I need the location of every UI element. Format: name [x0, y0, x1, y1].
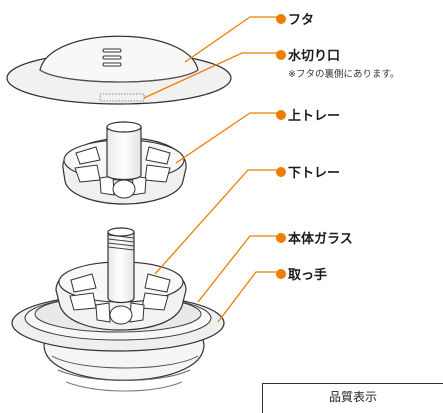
callout-dot-icon [276, 13, 286, 24]
leader-upper-tray [175, 112, 280, 164]
callout-drain-label: 水切り口 [288, 49, 341, 64]
leader-lines [143, 16, 280, 323]
callout-handle-label: 取っ手 [288, 268, 328, 283]
callout-lower-tray: 下トレー [276, 162, 340, 181]
lower-tray-part [55, 227, 187, 331]
lid-part [6, 35, 232, 105]
quality-label-title: 品質表示 [328, 390, 377, 404]
leader-handle [217, 271, 280, 323]
callout-dot-icon [276, 109, 286, 120]
leader-lower-tray [154, 169, 280, 275]
callout-lid: フタ [276, 9, 314, 28]
callout-dot-icon [276, 232, 286, 243]
callout-upper-tray: 上トレー [276, 105, 340, 124]
leader-glass-body [197, 235, 280, 303]
leader-lid [184, 16, 280, 63]
drain-opening [99, 93, 145, 102]
callout-dot-icon [276, 49, 286, 60]
callout-handle: 取っ手 [276, 264, 327, 283]
drain-note: ※フタの裏側にあります。 [288, 69, 400, 80]
callout-glass-body: 本体ガラス [276, 228, 353, 247]
lid-vent-slots [102, 48, 122, 67]
callout-lower-tray-label: 下トレー [288, 166, 341, 181]
callout-glass-body-label: 本体ガラス [288, 232, 353, 247]
callout-upper-tray-label: 上トレー [288, 109, 341, 124]
callout-dot-icon [276, 268, 286, 279]
quality-label-box: 品質表示 [262, 383, 443, 413]
upper-tray-part [62, 121, 187, 205]
leader-drain [143, 52, 280, 99]
callout-lid-label: フタ [288, 13, 315, 28]
callout-drain: 水切り口 [276, 45, 340, 64]
callout-dot-icon [276, 166, 286, 177]
